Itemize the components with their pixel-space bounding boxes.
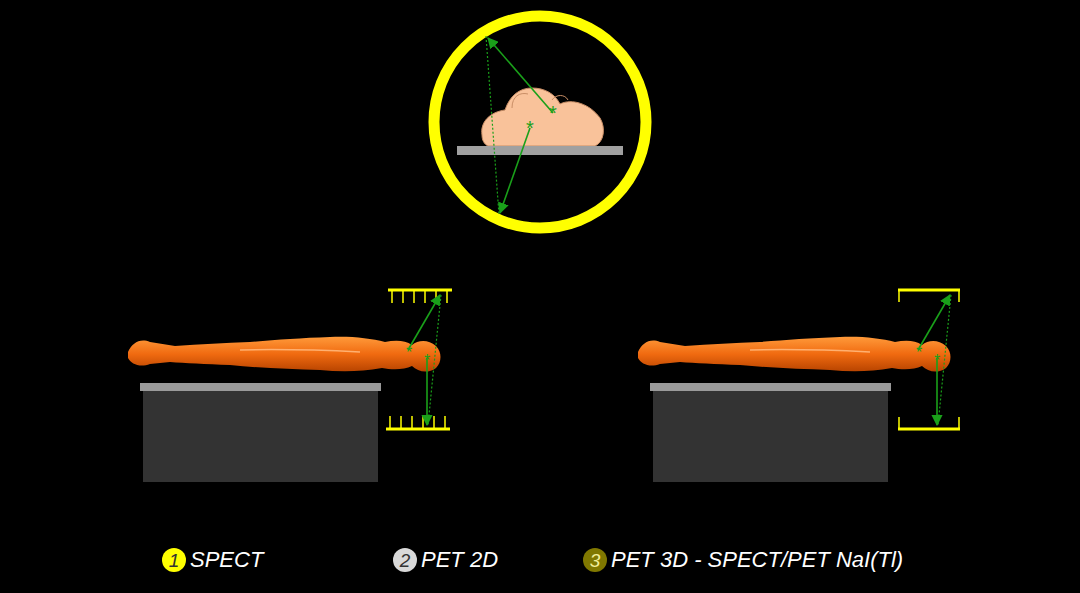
svg-text:*: * — [934, 352, 940, 369]
svg-text:*: * — [916, 344, 922, 361]
legend-text: SPECT — [190, 547, 263, 573]
legend-swatch: 2 — [393, 548, 417, 572]
legend-item: 1 SPECT — [162, 547, 263, 573]
legend-swatch: 1 — [162, 548, 186, 572]
callout-number: 3 — [590, 551, 601, 570]
svg-text:*: * — [526, 117, 534, 139]
callout-number: 1 — [169, 551, 180, 570]
legend-swatch: 3 — [583, 548, 607, 572]
legend-text: PET 2D — [421, 547, 498, 573]
callout-number: 2 — [400, 551, 411, 570]
legend-item: 2 PET 2D — [393, 547, 498, 573]
svg-text:*: * — [424, 352, 430, 369]
svg-text:*: * — [406, 344, 412, 361]
legend-text: PET 3D - SPECT/PET NaI(Tl) — [611, 547, 903, 573]
svg-text:*: * — [549, 102, 557, 124]
legend-item: 3 PET 3D - SPECT/PET NaI(Tl) — [583, 547, 903, 573]
